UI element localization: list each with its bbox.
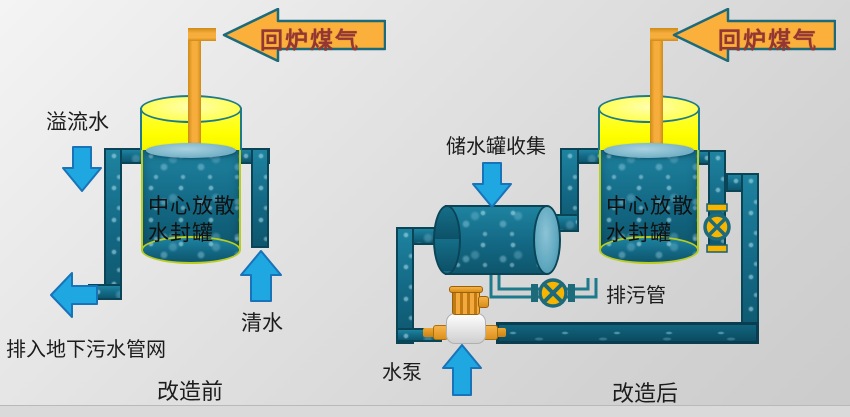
- left-tank-label-line1: 中心放散: [148, 194, 236, 218]
- collect-down-arrow: [472, 162, 512, 208]
- right-gas-arrow-label: 回炉煤气: [718, 28, 818, 53]
- pump-motor: [452, 289, 480, 315]
- pump-left-fitting: [423, 328, 436, 337]
- left-tank-water: [141, 150, 241, 250]
- pump-up-arrow: [442, 344, 482, 396]
- cleanwater-up-arrow: [240, 250, 282, 302]
- right-tank-label-line1: 中心放散: [606, 194, 694, 218]
- return-pipe-valve-icon: [703, 203, 731, 253]
- left-gas-downpipe-elbow: [188, 28, 216, 41]
- pump-right-fitting: [495, 328, 506, 337]
- right-tank-top: [598, 95, 700, 123]
- overflow-down-arrow: [62, 146, 102, 192]
- sewer-left-arrow: [50, 272, 98, 318]
- right-gas-downpipe: [650, 28, 663, 150]
- left-tank-water-surface: [146, 143, 236, 158]
- left-tank-bottom: [141, 236, 241, 264]
- right-tank-water: [599, 150, 699, 250]
- bottom-edge-strip: [0, 405, 850, 417]
- sewer-label: 排入地下污水管网: [6, 339, 166, 361]
- right-tank-left-downpipe: [560, 148, 579, 232]
- pump-outlet-pipe: [496, 322, 759, 344]
- return-downpipe: [741, 173, 759, 344]
- pump-label: 水泵: [382, 362, 422, 384]
- collect-label: 储水罐收集: [446, 136, 546, 158]
- right-gas-downpipe-elbow: [650, 28, 678, 41]
- storage-outlet-downpipe: [396, 227, 414, 344]
- drain-valve-icon: [531, 278, 575, 308]
- left-tank-label-line2: 水封罐: [148, 221, 214, 245]
- right-tank-label-line2: 水封罐: [606, 221, 672, 245]
- pump-junction-box: [478, 296, 489, 308]
- left-gas-arrow: [222, 8, 386, 62]
- storage-tank-body: [445, 205, 547, 275]
- right-tank-water-surface: [604, 143, 694, 158]
- left-overflow-pipe-vertical: [104, 148, 122, 300]
- left-gas-arrow-label: 回炉煤气: [260, 28, 360, 53]
- storage-tank-right-cap: [533, 205, 561, 275]
- storage-tank-left-cap: [433, 205, 461, 275]
- drain-pipe-label: 排污管: [606, 285, 666, 307]
- left-caption: 改造前: [157, 379, 224, 404]
- left-cleanwater-pipe-vertical: [251, 148, 269, 248]
- cleanwater-label: 清水: [241, 311, 283, 335]
- right-gas-arrow: [672, 8, 836, 62]
- overflow-label: 溢流水: [46, 110, 109, 134]
- left-tank-label: 中心放散 水封罐: [148, 193, 236, 247]
- right-tank-bottom: [599, 236, 699, 264]
- right-tank-label: 中心放散 水封罐: [606, 193, 694, 247]
- left-gas-downpipe: [188, 28, 201, 150]
- right-caption: 改造后: [612, 381, 679, 406]
- pump-body: [446, 313, 486, 344]
- pump-motor-cap: [449, 286, 483, 293]
